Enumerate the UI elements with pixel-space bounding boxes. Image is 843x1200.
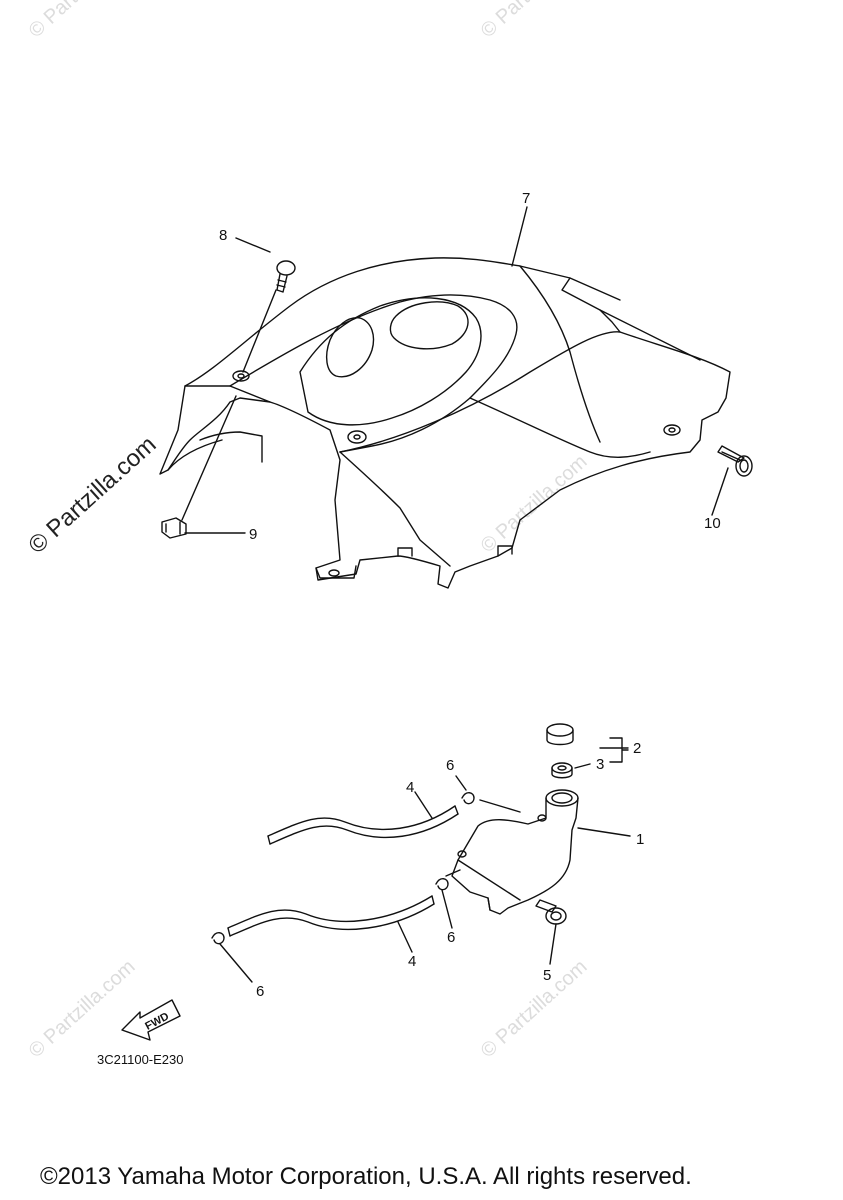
nut-clip-part-9 (161, 517, 187, 539)
bolt-part-5 (535, 899, 567, 925)
fwd-arrow: FWD (121, 999, 181, 1041)
reservoir-tank-part-1 (451, 789, 579, 915)
leader-lines-upper (181, 206, 729, 534)
clip-part-6-lower (211, 932, 225, 945)
callout-9: 9 (249, 526, 258, 543)
hose-lower-part-4 (227, 895, 435, 937)
callout-6-upper: 6 (446, 757, 455, 774)
leader-lines-lower (219, 747, 631, 983)
callout-10: 10 (704, 515, 721, 532)
callout-3: 3 (596, 756, 605, 773)
front-cover-part-7 (159, 257, 731, 589)
callout-6-lower: 6 (256, 983, 265, 1000)
callout-5: 5 (543, 967, 552, 984)
hose-connector-lower (445, 869, 461, 877)
callout-8: 8 (219, 227, 228, 244)
callout-4-lower: 4 (408, 953, 417, 970)
clip-part-6-upper (461, 792, 475, 805)
clip-part-6-middle (435, 878, 449, 891)
callout-4-upper: 4 (406, 779, 415, 796)
callout-2: 2 (633, 740, 642, 757)
hose-upper-part-4 (267, 805, 459, 845)
callout-1: 1 (636, 831, 645, 848)
cap-part-2 (546, 723, 574, 746)
gasket-part-3 (551, 762, 573, 779)
callout-7: 7 (522, 190, 531, 207)
diagram-code: 3C21100-E230 (97, 1052, 184, 1067)
bolt-part-10 (717, 445, 753, 477)
callout-6-middle: 6 (447, 929, 456, 946)
copyright-notice: ©2013 Yamaha Motor Corporation, U.S.A. A… (40, 1163, 692, 1190)
hose-connector-upper (479, 799, 521, 813)
screw-part-8 (276, 260, 296, 293)
bracket-2-3 (609, 737, 629, 763)
